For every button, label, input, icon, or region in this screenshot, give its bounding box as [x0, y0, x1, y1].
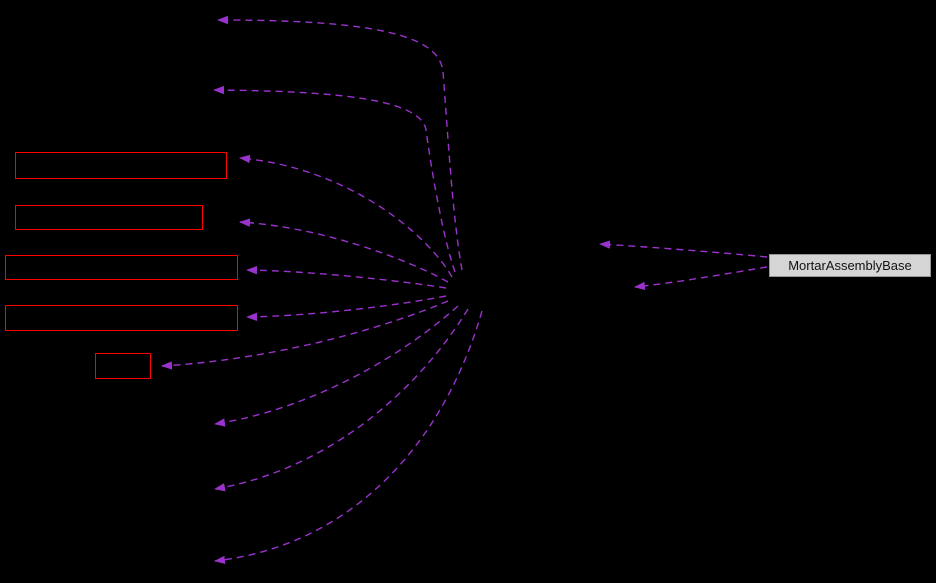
truncated-node-1 — [15, 152, 227, 179]
edge-to-node-2 — [213, 85, 456, 273]
truncated-node-4 — [5, 305, 238, 331]
edge-to-node-6 — [246, 295, 447, 322]
edge-to-node-8 — [214, 305, 459, 427]
truncated-node-3 — [5, 255, 238, 280]
edge-to-node-7 — [161, 300, 449, 370]
truncated-node-5 — [95, 353, 151, 379]
edge-to-node-3 — [239, 154, 453, 278]
edge-to-node-4 — [239, 218, 449, 283]
edge-to-node-10 — [214, 310, 483, 565]
edge-from-main-node-top — [599, 240, 768, 258]
edge-to-node-9 — [214, 308, 469, 492]
edge-to-node-1 — [217, 15, 463, 271]
truncated-node-2 — [15, 205, 203, 230]
main-node: MortarAssemblyBase — [769, 254, 931, 277]
edge-from-main-node-bottom — [634, 266, 768, 291]
edge-to-node-5 — [246, 265, 447, 289]
